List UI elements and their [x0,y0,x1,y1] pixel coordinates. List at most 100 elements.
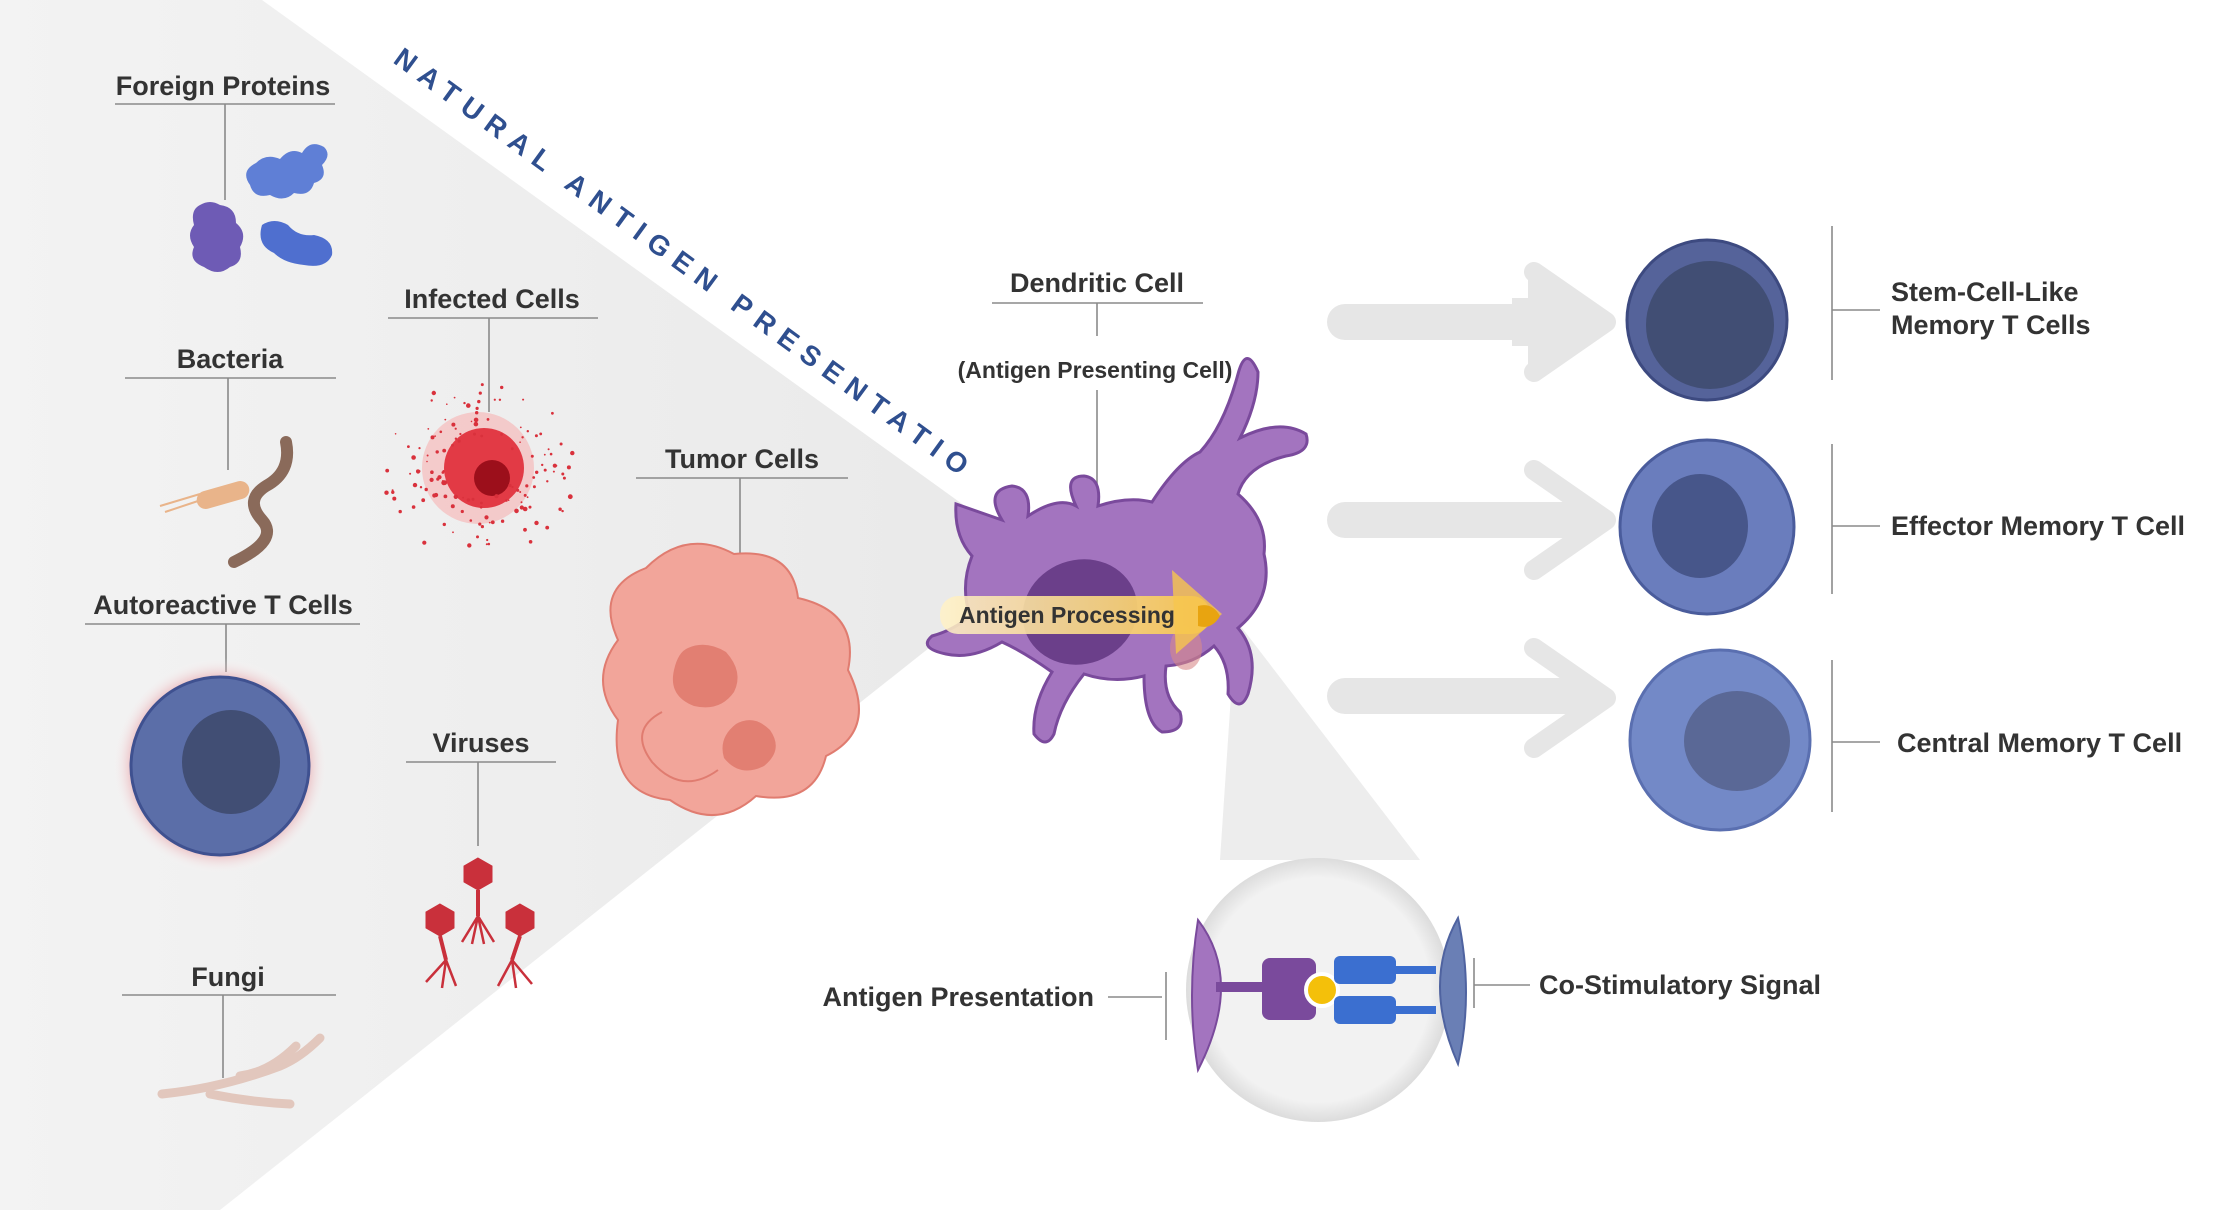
infected-particle-dot [552,470,555,473]
antigen-presenting-cell-sublabel: (Antigen Presenting Cell) [958,357,1233,383]
infected-particle-dot [500,433,503,436]
infected-particle-dot [555,464,558,467]
infected-particle-dot [475,406,479,410]
infected-particle-dot [526,430,529,433]
infected-particle-dot [520,501,523,504]
infected-particle-dot [479,506,483,509]
antigen-processing-label: Antigen Processing [959,602,1175,628]
infected-particle-dot [412,482,418,488]
effector-memory-t-cell [1618,438,1796,616]
infected-particle-dot [421,498,426,503]
infected-particle-dot [453,396,456,399]
infected-particle-dot [454,427,457,430]
infected-particle-dot [460,509,464,514]
infected-particle-dot [469,519,473,522]
fungi-icon [157,1033,325,1109]
infected-particle-dot [519,441,521,444]
infected-particle-dot [467,543,472,548]
infected-particle-dot [446,403,448,406]
infected-particle-dot [522,398,525,401]
infected-particle-dot [498,398,502,401]
infected-particle-dot [526,496,529,499]
infected-particle-dot [429,477,434,482]
infected-particle-dot [486,538,489,542]
infected-particle-dot [547,448,550,451]
infected-particle-dot [507,499,510,502]
infected-particle-dot [514,508,519,514]
infected-particle-dot [500,385,504,390]
infected-particle-dot [567,494,573,500]
infected-particle-dot [444,418,447,421]
infected-particle-dot [385,468,390,473]
infected-particle-dot [430,470,434,475]
presentation-beam [0,0,1040,1210]
infected-particle-dot [427,428,430,430]
infected-particle-dot [519,426,522,429]
infected-particle-dot [516,488,520,492]
infected-particle-dot [391,490,395,494]
infected-particle-dot [535,470,539,474]
infected-particle-dot [392,496,397,501]
infected-particle-dot [416,469,420,473]
antigen-presentation-label: Antigen Presentation [822,982,1094,1012]
infected-particle-dot [471,497,475,501]
infected-particle-dot [493,398,496,401]
infected-particle-dot [477,399,481,404]
infected-particle-dot [543,453,546,456]
autoreactive-t-cells-label: Autoreactive T Cells [93,590,353,620]
infected-particle-dot [510,447,514,451]
tumor-cells-label: Tumor Cells [665,444,819,474]
infected-particle-dot [442,480,448,486]
infected-particle-dot [407,445,410,448]
infected-particle-dot [519,491,522,493]
infected-particle-dot [480,434,484,438]
infected-cell-icon [384,383,575,548]
inset-cone [1220,620,1420,860]
infected-particle-dot [480,525,484,529]
infected-particle-dot [522,506,528,512]
autoreactive-t-cells-group: Autoreactive T Cells [85,590,360,874]
infected-particle-dot [398,509,402,514]
infected-particle-dot [430,399,433,402]
viruses-label: Viruses [432,728,529,758]
stem-cell-like-label-line2: Memory T Cells [1891,310,2091,340]
infected-particle-dot [519,505,524,510]
infected-particle-dot [441,471,445,474]
foreign-proteins-label: Foreign Proteins [116,71,331,101]
infected-particle-dot [431,390,436,396]
infected-particle-dot [505,499,508,502]
infected-particle-dot [422,540,427,545]
infected-particle-dot [426,454,429,457]
infected-particle-dot [459,432,462,436]
tumor-cell-icon [602,542,860,817]
infected-particle-dot [411,505,416,509]
infected-particle-dot [521,436,524,439]
infected-particle-dot [543,468,547,472]
infected-particle-dot [490,520,495,525]
infected-particle-dot [566,465,571,470]
infected-particle-dot [418,447,421,450]
infected-particle-dot [500,519,505,523]
infected-particle-dot [485,543,488,546]
infected-particle-dot [494,494,499,499]
infected-particle-dot [559,442,563,446]
infected-particle-dot [419,486,423,489]
infected-particle-dot [562,476,566,480]
infected-particle-dot [453,494,458,499]
infected-particle-dot [473,421,479,427]
infected-particle-dot [551,411,554,415]
infected-particle-dot [561,472,565,476]
infected-particle-dot [462,496,464,499]
infected-particle-dot [525,484,529,488]
infected-particle-dot [457,439,461,443]
infected-particle-dot [391,489,394,492]
infected-particle-dot [475,411,479,415]
viruses-group: Viruses [406,728,556,989]
foreign-proteins-group: Foreign Proteins [115,71,335,272]
infected-particle-dot [558,507,562,511]
dendritic-cell-label: Dendritic Cell [1010,268,1184,298]
dendritic-cell-icon [925,357,1309,744]
arrow-to-central-memory [1327,638,1616,758]
tumor-cells-group: Tumor Cells [602,444,860,817]
infected-particle-dot [545,525,550,530]
